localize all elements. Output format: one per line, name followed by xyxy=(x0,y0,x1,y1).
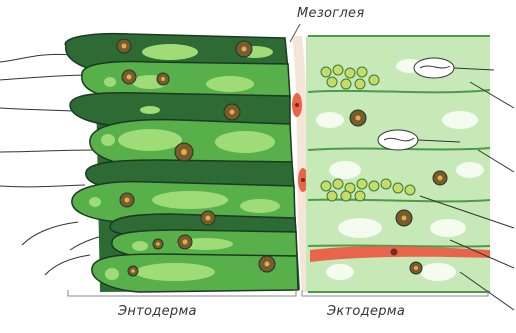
ectoderm-label: Эктодерма xyxy=(327,304,405,319)
nucleus xyxy=(120,193,134,207)
nucleus xyxy=(175,143,193,161)
nucleus xyxy=(259,256,275,272)
entoderm-label: Энтодерма xyxy=(118,304,197,319)
nucleus xyxy=(117,39,131,53)
nucleus xyxy=(153,239,163,249)
nucleus xyxy=(433,171,447,185)
mesoglea-label: Мезоглея xyxy=(297,6,364,21)
ectoderm-layer xyxy=(306,36,514,310)
mesoglea-cell xyxy=(292,93,302,117)
entoderm-layer xyxy=(0,34,300,292)
nucleus xyxy=(396,210,412,226)
nucleus xyxy=(410,262,422,274)
nucleus xyxy=(157,73,169,85)
nucleus xyxy=(122,70,136,84)
nucleus xyxy=(201,211,215,225)
nucleus xyxy=(236,41,252,57)
nucleus xyxy=(350,110,366,126)
nucleus xyxy=(178,235,192,249)
nucleus xyxy=(224,104,240,120)
nucleus xyxy=(128,266,138,276)
